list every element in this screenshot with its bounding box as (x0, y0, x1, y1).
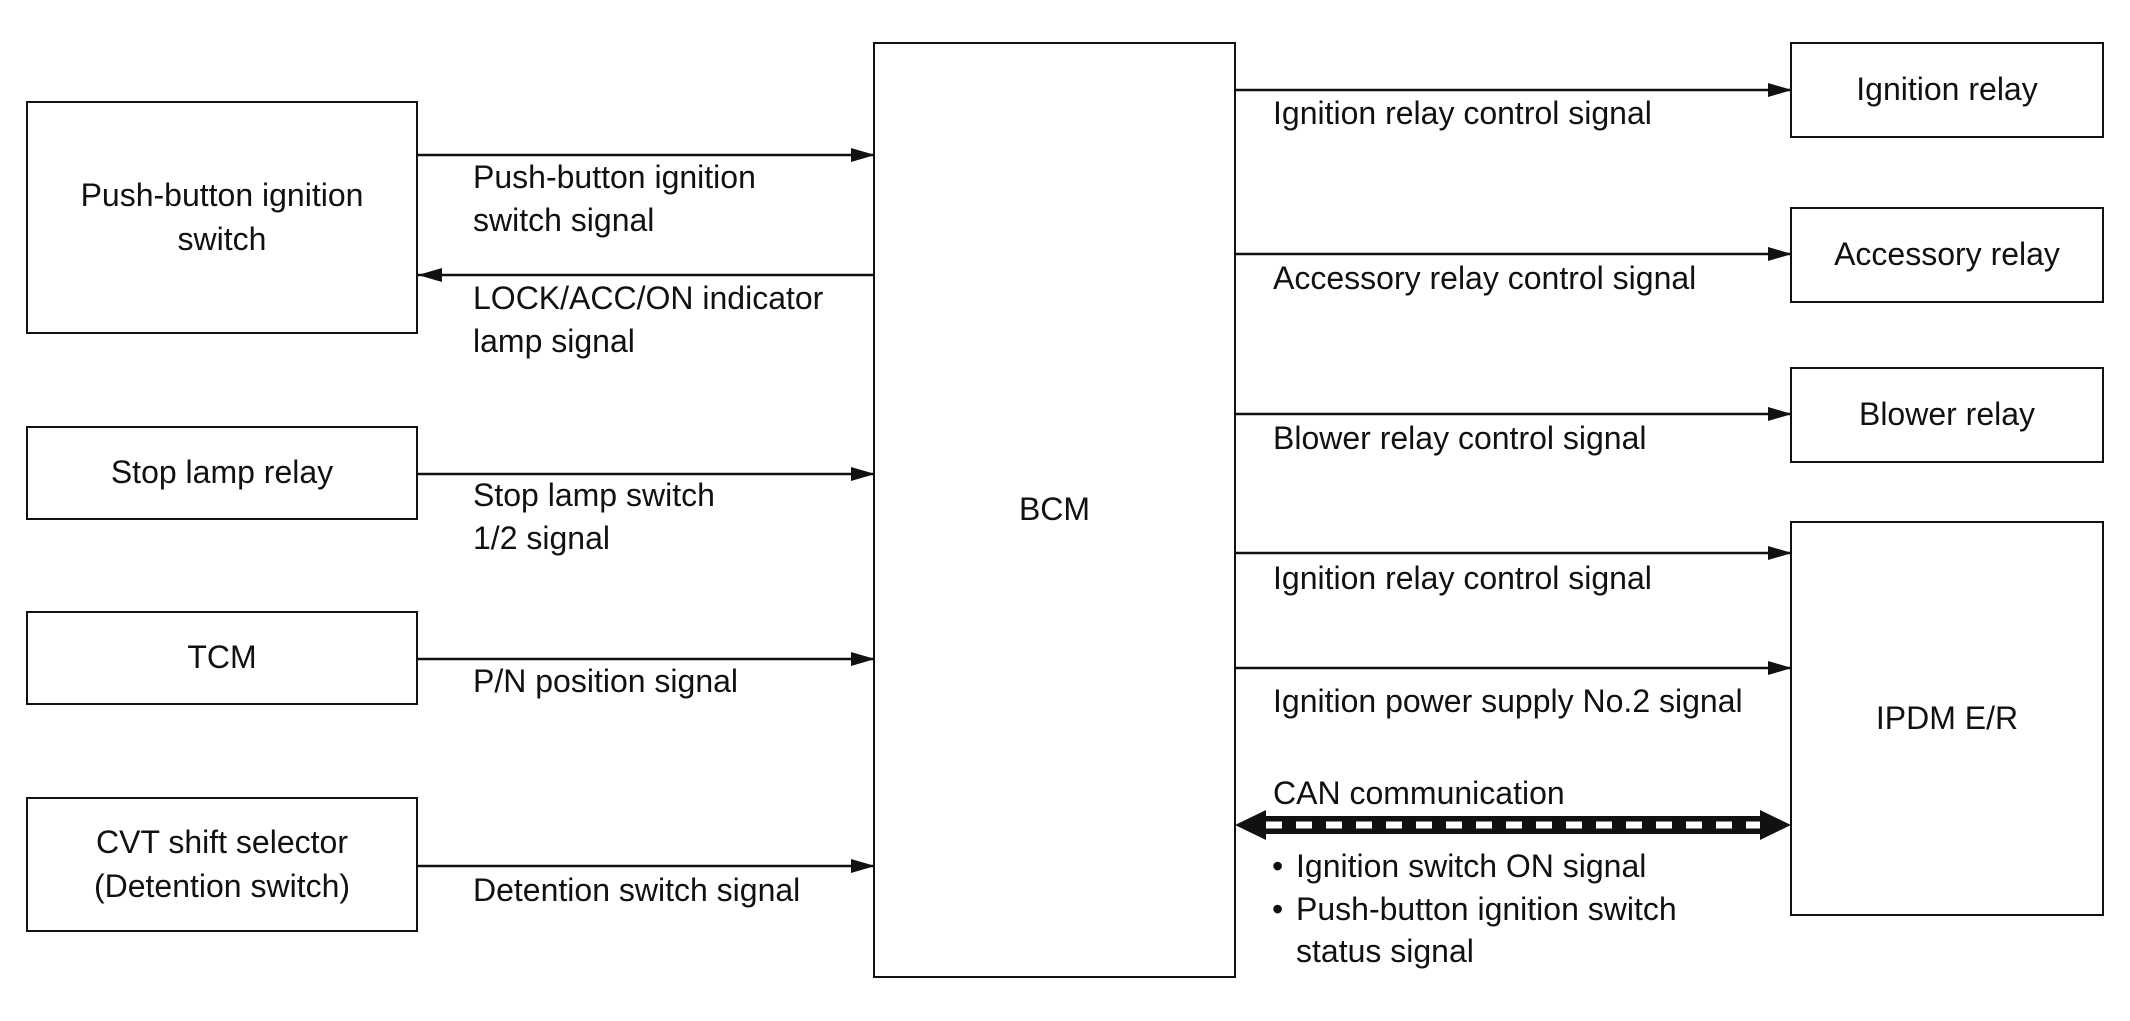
block-label-line: CVT shift selector (96, 824, 348, 861)
arrowhead (1768, 546, 1792, 560)
label-line: switch signal (473, 201, 655, 238)
can-signal-text: Ignition switch ON signal (1296, 848, 1647, 884)
bcm-block: BCM (873, 42, 1236, 978)
label-line: Detention switch signal (473, 872, 801, 908)
label-line: Accessory relay control signal (1273, 260, 1697, 296)
can-bus-line (1235, 810, 1791, 840)
ipdm-er-block: IPDM E/R (1790, 521, 2104, 916)
label-line: P/N position signal (473, 663, 739, 699)
label-line: Blower relay control signal (1273, 420, 1647, 456)
ignition-relay-block: Ignition relay (1790, 42, 2104, 138)
block-label: TCM (187, 639, 257, 676)
arrowhead (851, 652, 875, 666)
can-signal-continuation: status signal (1272, 930, 1677, 973)
stop-lamp-relay-block: Stop lamp relay (26, 426, 418, 520)
can-signal-item: Ignition switch ON signal (1272, 845, 1677, 888)
accessory-relay-ctrl-label: Accessory relay control signal (1273, 257, 1696, 300)
ipdm-ignition-relay-ctrl-label: Ignition relay control signal (1273, 557, 1652, 600)
block-label-line: Push-button ignition (80, 177, 364, 214)
can-signal-text: Push-button ignition switch (1296, 890, 1677, 927)
cvt-shift-selector-block: CVT shift selector (Detention switch) (26, 797, 418, 932)
label-line: Ignition relay control signal (1273, 95, 1652, 131)
can-signal-text: status signal (1296, 933, 1474, 970)
block-label: IPDM E/R (1875, 699, 2019, 736)
arrowhead (851, 467, 875, 481)
label-line: lamp signal (473, 322, 635, 359)
can-signal-list: Ignition switch ON signal Push-button ig… (1272, 845, 1677, 973)
block-label: Stop lamp relay (110, 454, 334, 491)
arrowhead (851, 148, 875, 162)
accessory-relay-block: Accessory relay (1790, 207, 2104, 303)
label-line: CAN communication (1273, 775, 1565, 811)
block-label: Accessory relay (1834, 236, 2060, 273)
label-line: Push-button ignition (473, 159, 756, 195)
block-label-line: switch (177, 220, 267, 257)
ignition-relay-ctrl-label: Ignition relay control signal (1273, 92, 1652, 135)
ignition-power-supply-label: Ignition power supply No.2 signal (1273, 680, 1743, 723)
push-button-ignition-switch-block: Push-button ignition switch (26, 101, 418, 334)
tcm-block: TCM (26, 611, 418, 705)
arrowhead (1768, 83, 1792, 97)
stop-lamp-signal-label: Stop lamp switch 1/2 signal (473, 474, 715, 559)
arrowhead (1768, 247, 1792, 261)
label-line: 1/2 signal (473, 519, 610, 556)
block-label: BCM (1018, 491, 1091, 528)
blower-relay-ctrl-label: Blower relay control signal (1273, 417, 1647, 460)
block-label: Blower relay (1858, 396, 2036, 433)
blower-relay-block: Blower relay (1790, 367, 2104, 463)
indicator-lamp-signal-label: LOCK/ACC/ON indicator lamp signal (473, 277, 823, 362)
label-line: LOCK/ACC/ON indicator (473, 280, 824, 316)
detention-signal-label: Detention switch signal (473, 869, 800, 912)
label-line: Ignition power supply No.2 signal (1273, 683, 1743, 719)
can-communication-label: CAN communication (1273, 772, 1565, 815)
push-button-signal-label: Push-button ignition switch signal (473, 156, 756, 241)
pn-position-signal-label: P/N position signal (473, 660, 738, 703)
arrowhead (1768, 661, 1792, 675)
block-label-line: (Detention switch) (93, 867, 351, 904)
arrowhead (418, 268, 442, 282)
label-line: Ignition relay control signal (1273, 560, 1652, 596)
can-signal-item: Push-button ignition switch (1272, 888, 1677, 931)
block-label: Ignition relay (1856, 71, 2038, 108)
arrowhead (1768, 407, 1792, 421)
label-line: Stop lamp switch (473, 477, 715, 513)
arrowhead (851, 859, 875, 873)
